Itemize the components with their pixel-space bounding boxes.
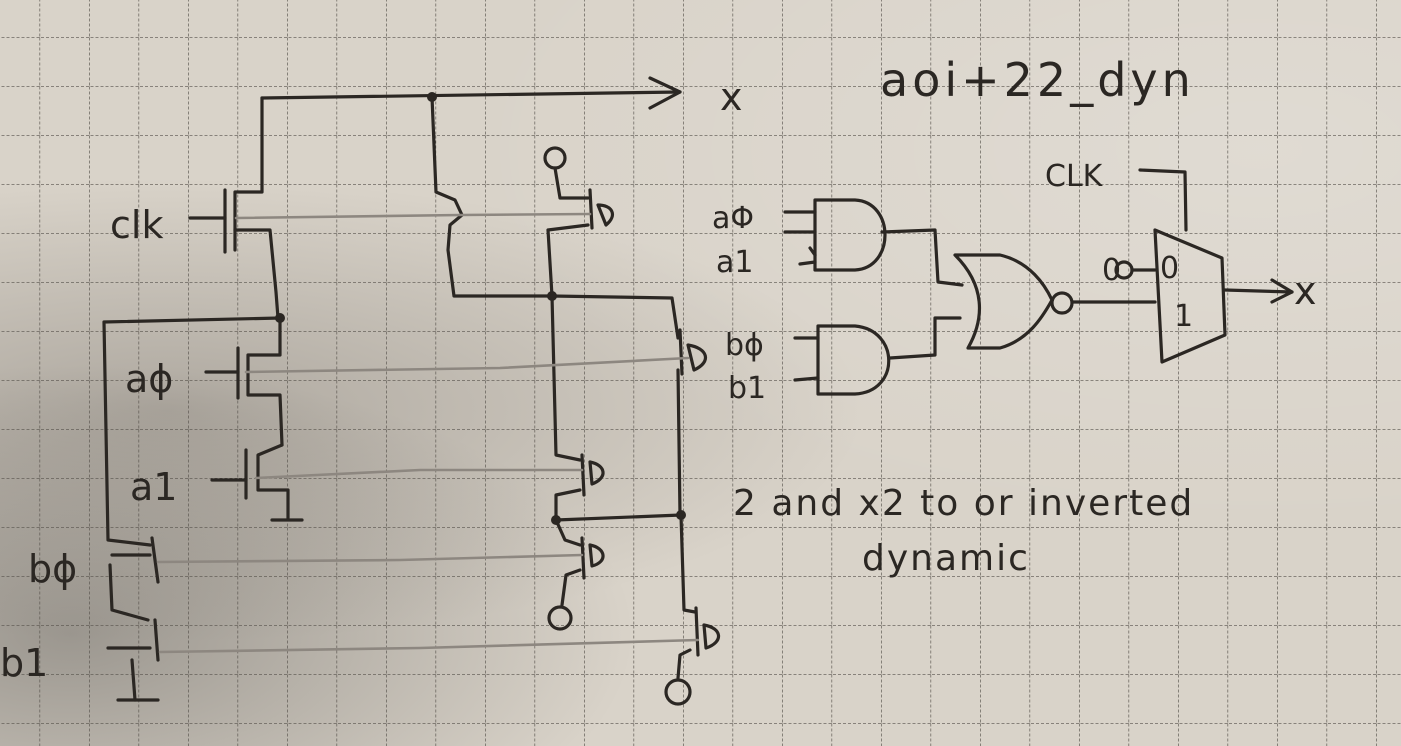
gate-label-a0: aΦ [712, 201, 754, 236]
mux-input-zero: 0 [1102, 253, 1121, 288]
mux [1153, 228, 1227, 364]
note-line-1: 2 and x2 to or inverted [733, 483, 1194, 524]
nor-gate [953, 253, 1054, 350]
input-label-b1: b1 [0, 641, 48, 685]
input-label-a1: a1 [130, 465, 177, 509]
output-label-x: x [720, 75, 743, 119]
gate-label-b0: bϕ [725, 328, 764, 363]
note-line-2: dynamic [862, 538, 1030, 579]
gate-label-a1: a1 [716, 245, 753, 280]
and-gate-b [816, 324, 891, 396]
input-label-b0: bϕ [28, 547, 77, 591]
mux-output-x: x [1294, 269, 1317, 313]
gate-level-symbol [783, 168, 1294, 396]
input-label-clk: clk [110, 203, 163, 247]
mux-select-1: 1 [1174, 299, 1193, 334]
gate-label-b1: b1 [728, 371, 766, 406]
and-gate-a [813, 198, 887, 272]
gate-label-clk: CLK [1045, 159, 1104, 194]
transistor-network [102, 76, 721, 706]
diagram-title: aoi+22_dyn [880, 53, 1195, 107]
input-label-a0: aϕ [125, 357, 173, 401]
mux-select-0: 0 [1160, 251, 1179, 286]
